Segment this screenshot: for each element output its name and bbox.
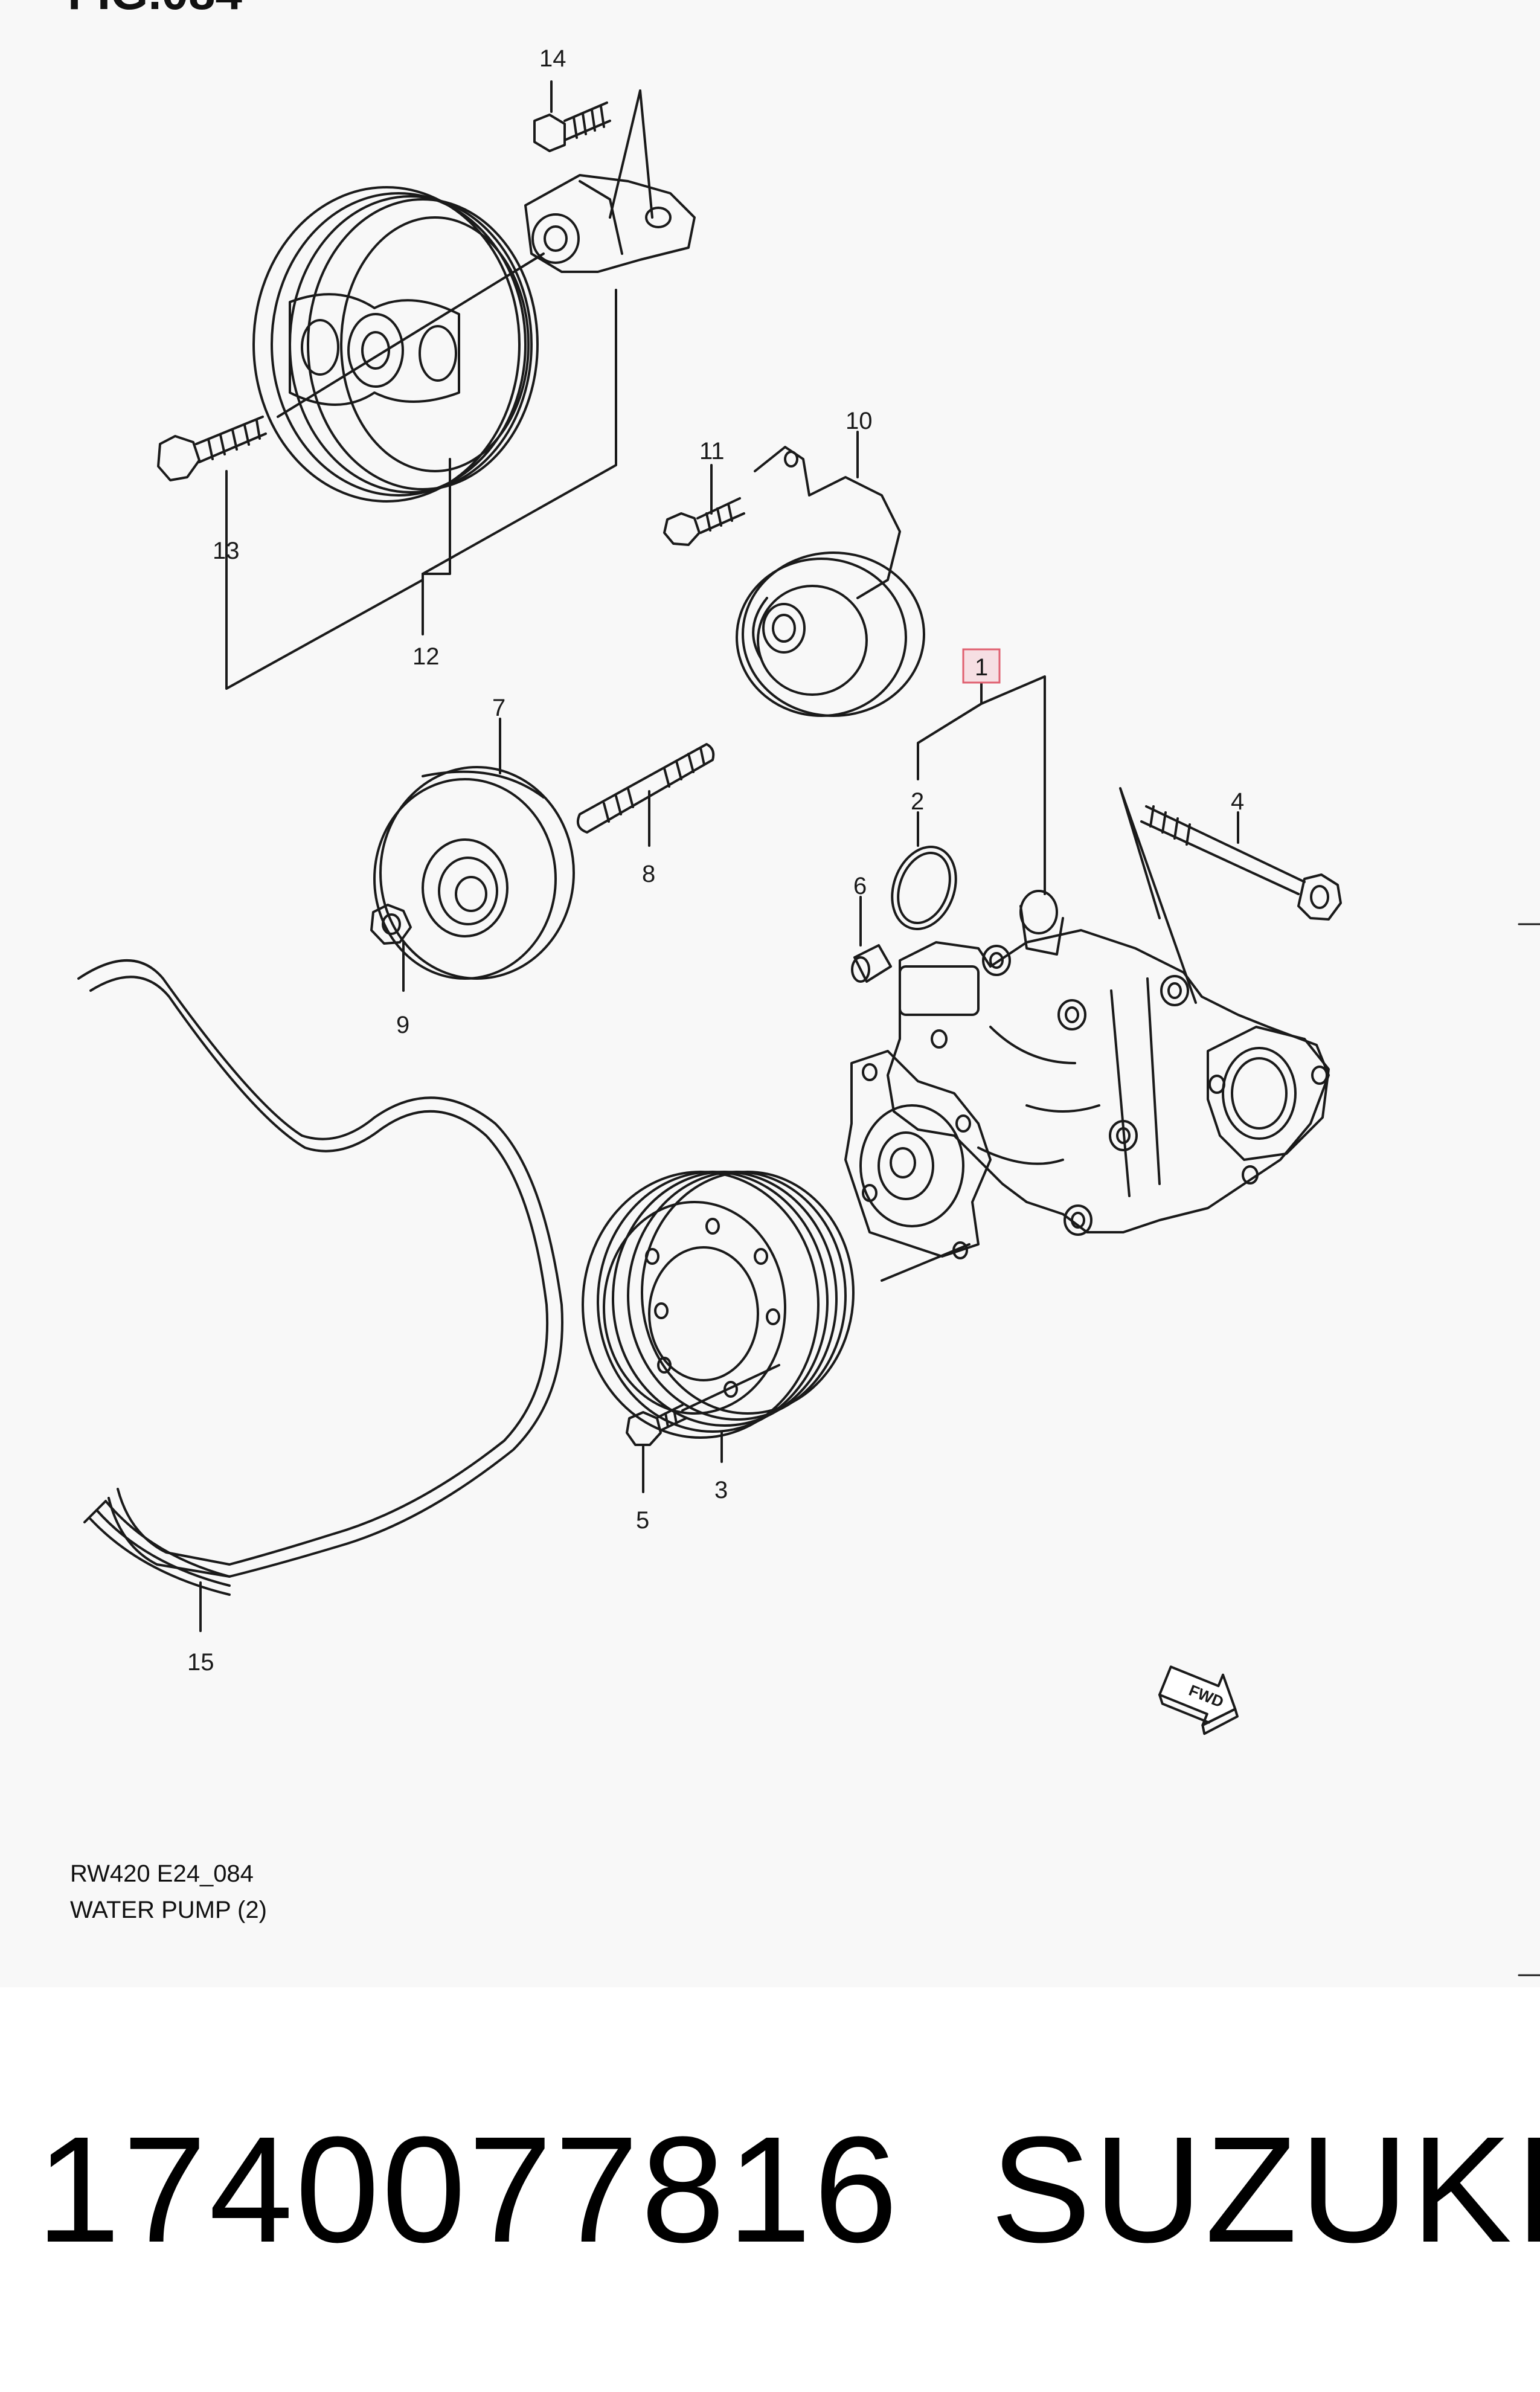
pulley-12: [252, 186, 539, 503]
label-part-14: 14: [539, 45, 566, 72]
label-part-12: 12: [412, 643, 440, 670]
bolt-11: [663, 497, 745, 546]
figure-title: FIG.084: [68, 0, 242, 17]
bolt-4: [1140, 805, 1342, 921]
figure-code: RW420 E24_084: [70, 1860, 254, 1887]
diagram-sheet: [0, 0, 1540, 1987]
o-ring-2: [891, 846, 957, 930]
dowel-6: [851, 944, 892, 983]
label-part-5: 5: [636, 1507, 649, 1534]
bolt-13: [157, 416, 267, 481]
tensioner-10: [736, 446, 925, 717]
idler-bracket: [524, 174, 696, 273]
water-pump-1: [844, 890, 1330, 1259]
belt-15: [77, 959, 563, 1596]
nut-9: [370, 904, 412, 945]
label-part-2: 2: [911, 788, 924, 815]
label-part-9: 9: [396, 1012, 409, 1038]
label-part-3: 3: [714, 1477, 728, 1503]
fwd-arrow-icon: [1158, 1665, 1239, 1735]
label-part-8: 8: [642, 861, 655, 887]
footer-band: [0, 1987, 1540, 2392]
leader-bracket-top: [609, 89, 653, 219]
label-part-11: 11: [699, 438, 725, 465]
label-part-6: 6: [853, 873, 867, 899]
exploded-diagram: 14 10 11 13 12 1 7 2 4 8 6 9 3 5 15 FWD: [77, 45, 1540, 1976]
label-part-1: 1: [975, 654, 988, 681]
idler-pulley-7: [373, 766, 575, 980]
figure-name: WATER PUMP (2): [70, 1897, 267, 1923]
label-part-10: 10: [845, 408, 873, 434]
axis-line-12: [277, 252, 545, 418]
brand-name: SUZUKI: [990, 2105, 1540, 2274]
leader-1-left: [917, 681, 983, 780]
pulley-3: [582, 1171, 855, 1439]
bolt-14: [533, 101, 611, 152]
label-part-13: 13: [213, 538, 240, 564]
part-number: 1740077816: [36, 2105, 900, 2274]
label-part-4: 4: [1231, 788, 1244, 815]
stud-8: [577, 743, 715, 834]
highlight-box-part-1: [962, 648, 1001, 684]
bolt-5: [626, 1404, 687, 1446]
label-part-7: 7: [492, 695, 505, 721]
label-part-15: 15: [187, 1649, 214, 1676]
leader-1-right: [980, 675, 1046, 895]
